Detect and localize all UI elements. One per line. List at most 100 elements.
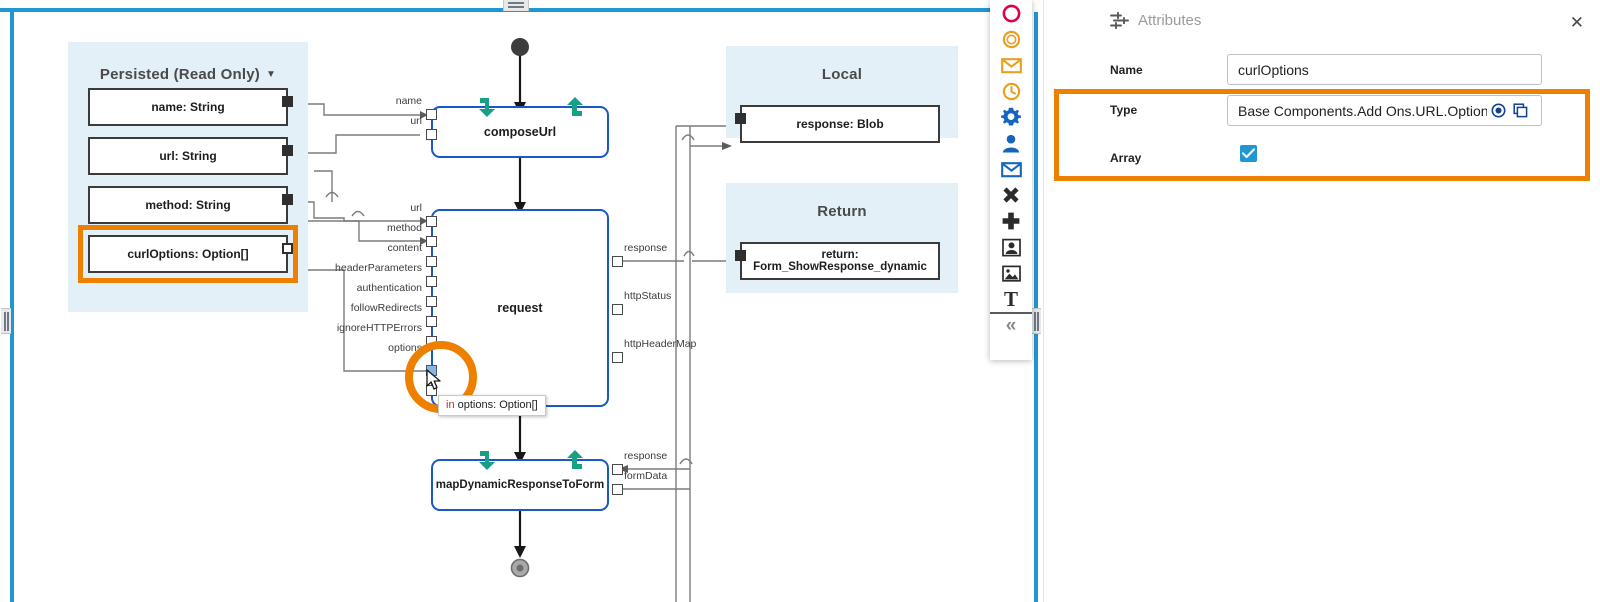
node-label: request <box>497 301 543 315</box>
check-icon <box>1242 148 1255 159</box>
collapse-left-label: « <box>1005 314 1017 336</box>
close-panel-button[interactable]: ✕ <box>1569 13 1584 32</box>
type-field-value: Base Components.Add Ons.URL.Option <box>1238 102 1487 119</box>
text-icon-label: T <box>1003 286 1018 311</box>
circle-orange-icon[interactable] <box>990 26 1032 52</box>
port-tooltip: in options: Option[] <box>438 395 546 416</box>
variable-label: name: String <box>151 100 225 114</box>
user-image-icon[interactable] <box>990 234 1032 260</box>
copy-type-icon[interactable] <box>1509 103 1531 118</box>
variable-label: url: String <box>159 149 217 163</box>
port-map-out-formdata[interactable] <box>612 484 623 495</box>
variable-label: return: Form_ShowResponse_dynamic <box>753 249 927 273</box>
port-label-followredirects: followRedirects <box>350 302 422 314</box>
text-icon[interactable]: T <box>990 286 1032 312</box>
variable-plug-icon <box>282 243 293 254</box>
type-field[interactable]: Base Components.Add Ons.URL.Option <box>1227 95 1542 126</box>
collapse-left-icon[interactable]: « <box>990 312 1032 336</box>
port-request-out-httpstatus[interactable] <box>612 304 623 315</box>
port-label-content: content <box>387 242 422 254</box>
flow-diagram-canvas[interactable]: Persisted (Read Only) ▼ Local Return name… <box>14 16 1031 602</box>
port-composeurl-in-name[interactable] <box>426 109 437 120</box>
plus-icon[interactable] <box>990 208 1032 234</box>
select-type-icon[interactable] <box>1487 103 1509 118</box>
variable-label: curlOptions: Option[] <box>127 247 249 261</box>
node-label: composeUrl <box>483 125 557 139</box>
attributes-title: Attributes <box>1138 12 1202 29</box>
flow-start-node <box>511 38 529 56</box>
port-label-authentication: authentication <box>356 282 422 294</box>
splitter-grip[interactable] <box>502 0 529 11</box>
close-cross-icon[interactable] <box>990 182 1032 208</box>
name-field-value: curlOptions <box>1238 61 1309 78</box>
splitter-grip-left[interactable] <box>1 308 11 334</box>
variable-plug-icon <box>735 113 746 124</box>
port-label-headerparameters: headerParameters <box>335 262 422 274</box>
attribute-label-type: Type <box>1110 103 1138 117</box>
node-label: mapDynamicResponseToForm <box>435 479 605 491</box>
port-map-out-response[interactable] <box>612 464 623 475</box>
splitter-grip-right[interactable] <box>1032 308 1041 334</box>
variable-box-method[interactable]: method: String <box>88 186 293 224</box>
flow-in-icon-composeurl[interactable] <box>476 96 502 118</box>
port-label-httpstatus: httpStatus <box>624 290 672 302</box>
envelope-orange-icon[interactable] <box>990 52 1032 78</box>
variable-plug-icon <box>282 96 293 107</box>
attribute-label-name: Name <box>1110 63 1143 77</box>
port-request-out-httpheadermap[interactable] <box>612 352 623 363</box>
mouse-cursor-icon <box>426 369 441 390</box>
gear-icon[interactable] <box>990 104 1032 130</box>
attribute-label-array: Array <box>1110 151 1142 165</box>
port-request-in-authentication[interactable] <box>426 296 437 307</box>
palette-toolbar[interactable]: T « <box>990 0 1032 360</box>
variable-box-curloptions[interactable]: curlOptions: Option[] <box>88 235 293 273</box>
port-request-in-followredirects[interactable] <box>426 316 437 327</box>
chevron-down-icon[interactable]: ▼ <box>265 69 277 80</box>
flow-out-icon-composeurl[interactable] <box>564 96 590 118</box>
port-request-in-headerparameters[interactable] <box>426 276 437 287</box>
variable-box-name[interactable]: name: String <box>88 88 293 126</box>
lane-title-persisted[interactable]: Persisted (Read Only) ▼ <box>68 66 308 83</box>
lane-title-text: Local <box>821 66 863 83</box>
flow-out-icon-map[interactable] <box>564 449 590 471</box>
array-checkbox[interactable] <box>1240 145 1257 162</box>
port-request-in-url[interactable] <box>426 216 437 227</box>
port-label-map-response: response <box>624 450 668 462</box>
lane-title-return: Return <box>726 203 958 220</box>
user-icon[interactable] <box>990 130 1032 156</box>
port-request-in-method[interactable] <box>426 236 437 247</box>
flow-in-icon-map[interactable] <box>476 449 502 471</box>
port-composeurl-in-url[interactable] <box>426 129 437 140</box>
splitter-bar-right <box>1034 12 1038 602</box>
lane-title-text: Return <box>817 203 867 220</box>
attributes-highlight-box <box>1054 89 1590 181</box>
tooltip-keyword: in <box>446 399 455 411</box>
variable-box-return[interactable]: return: Form_ShowResponse_dynamic <box>735 242 940 280</box>
port-label-options: options <box>388 342 422 354</box>
attributes-panel: Attributes ✕ Name curlOptions Type Base … <box>1043 0 1600 602</box>
variable-label: response: Blob <box>796 117 884 131</box>
splitter-bar-left <box>10 12 14 602</box>
port-request-out-response[interactable] <box>612 256 623 267</box>
tooltip-text: options: Option[] <box>457 399 538 411</box>
circle-red-icon[interactable] <box>990 0 1032 26</box>
curloptions-highlight-box <box>78 225 298 283</box>
port-label-ignorehttperrors: ignoreHTTPErrors <box>336 322 422 334</box>
envelope-blue-icon[interactable] <box>990 156 1032 182</box>
attributes-header: Attributes <box>1110 12 1201 29</box>
lane-title-text: Persisted (Read Only) <box>99 66 260 83</box>
name-field[interactable]: curlOptions <box>1227 54 1542 85</box>
variable-box-url[interactable]: url: String <box>88 137 293 175</box>
vertical-splitter-right[interactable] <box>1031 12 1043 602</box>
port-label-method: method <box>386 222 422 234</box>
port-request-in-content[interactable] <box>426 256 437 267</box>
variable-box-response-blob[interactable]: response: Blob <box>735 105 940 143</box>
vertical-splitter-left[interactable] <box>0 12 14 602</box>
port-label-response: response <box>624 242 668 254</box>
clock-orange-icon[interactable] <box>990 78 1032 104</box>
picture-icon[interactable] <box>990 260 1032 286</box>
variable-plug-icon <box>735 250 746 261</box>
horizontal-splitter[interactable] <box>0 0 1031 12</box>
port-label-url: url <box>410 202 422 214</box>
